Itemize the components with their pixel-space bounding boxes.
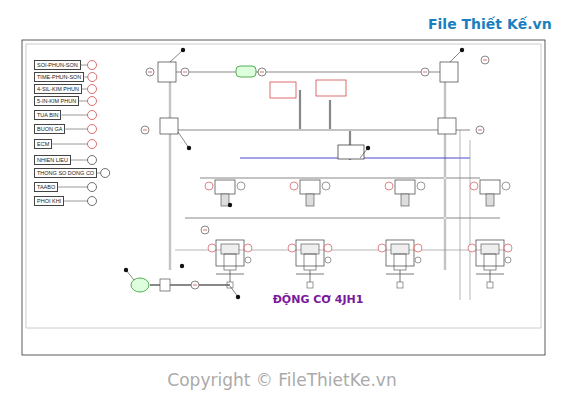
legend-lead — [64, 201, 87, 202]
legend-entry: THONG SO DONG CO — [34, 168, 97, 178]
legend-entry: NHIEN LIEU — [34, 155, 71, 165]
legend-lead — [79, 101, 87, 102]
legend-symbol — [101, 169, 110, 178]
legend-symbol — [88, 73, 97, 82]
legend-lead — [97, 173, 101, 174]
legend-symbol — [88, 97, 97, 106]
legend-symbol — [88, 156, 97, 165]
legend-lead — [61, 115, 87, 116]
legend-entry: 4-SIL-KIM PHUN — [34, 84, 82, 94]
legend-symbol — [88, 85, 97, 94]
legend-symbol — [88, 140, 97, 149]
legend-symbol — [88, 197, 97, 206]
legend-lead — [71, 160, 88, 161]
legend-lead — [81, 65, 88, 66]
watermark-copyright: Copyright © FileThietKe.vn — [167, 370, 396, 390]
legend-entry: ECM — [34, 139, 52, 149]
legend-lead — [52, 144, 87, 145]
legend-lead — [65, 129, 87, 130]
watermark-logo: File Thiết Kế.vn — [428, 16, 552, 32]
legend-symbol — [88, 61, 97, 70]
legend-entry: PHOI KHI — [34, 196, 64, 206]
legend-lead — [82, 89, 88, 90]
legend-entry: 5-IN-KIM PHUN — [34, 96, 79, 106]
diagram-title: ĐỘNG CƠ 4JH1 — [273, 293, 364, 306]
legend-lead — [58, 187, 87, 188]
legend-symbol — [88, 111, 97, 120]
legend-lead — [84, 77, 88, 78]
legend-entry: TAABO — [34, 182, 58, 192]
legend-symbol — [88, 183, 97, 192]
legend-entry: SOI-PHUN-SON — [34, 60, 81, 70]
legend-entry: TUA BIN — [34, 110, 61, 120]
legend-entry: BUON GA — [34, 124, 65, 134]
legend-symbol — [88, 125, 97, 134]
legend-entry: TIME-PHUN-SON — [34, 72, 84, 82]
